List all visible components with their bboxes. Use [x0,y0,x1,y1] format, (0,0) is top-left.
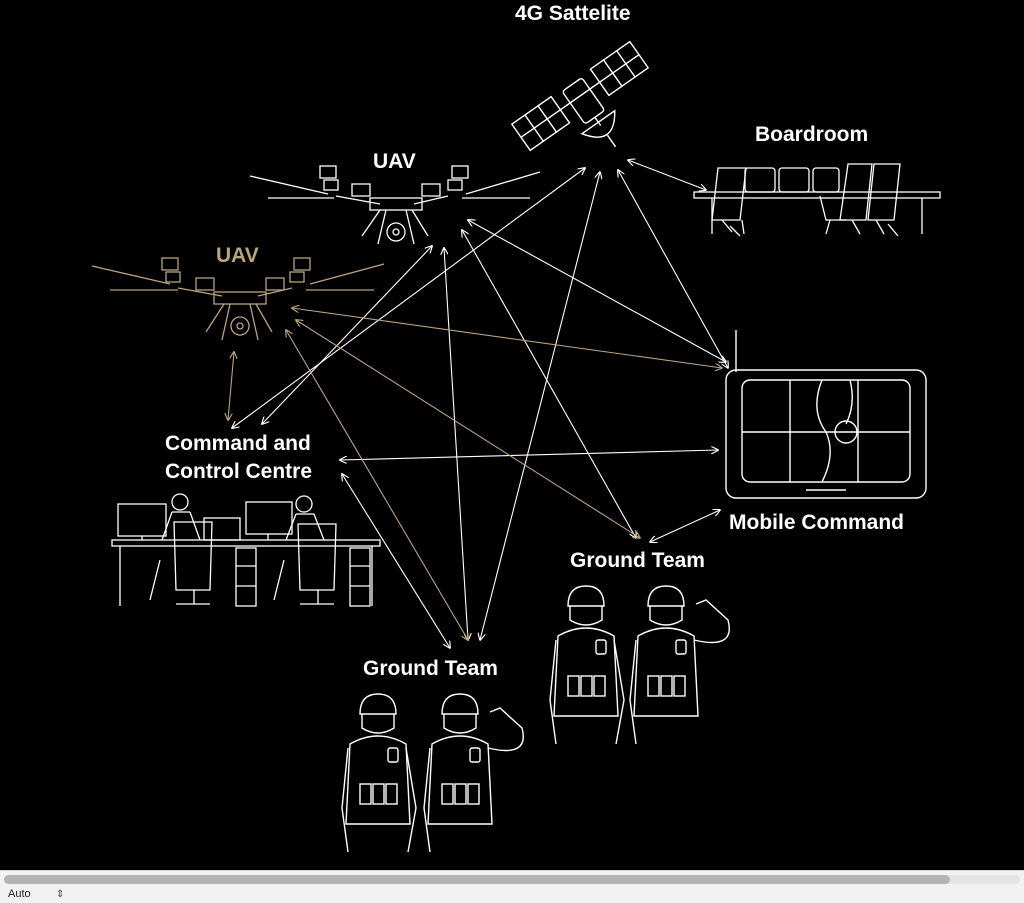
mobile-command-tablet-icon [725,330,927,499]
uav-drone-gold-icon [91,257,385,341]
chevron-up-down-icon: ⇕ [56,889,65,900]
boardroom-icon [693,163,941,237]
arrow-uav-white-ground-center [444,248,468,640]
arrow-uav-gold-ground-center [286,330,468,640]
command-centre-label-line2: Control Centre [165,460,312,483]
arrow-satellite-boardroom [628,160,706,190]
satellite-label: 4G Sattelite [515,2,631,25]
diagram-canvas: 4G Sattelite Boardroom UAV UAV Command a… [91,2,941,853]
ground-team-center-label: Ground Team [363,657,498,680]
arrow-uav-gold-mobile-command [292,308,722,368]
arrow-uav-gold-ground-right [296,320,640,538]
command-centre-label-line1: Command and [165,432,311,455]
zoom-value: Auto [8,888,31,900]
mobile-command-label: Mobile Command [729,511,905,534]
uav-drone-icon [249,165,541,245]
connector-arrows [228,160,728,648]
diagram-graphic [91,40,941,853]
arrow-satellite-command-centre [232,168,585,428]
uav-gold-label: UAV [216,244,259,267]
ground-team-center-soldiers-icon [341,693,524,853]
ground-team-right-soldiers-icon [549,585,730,745]
scrollbar-thumb[interactable] [4,875,950,884]
satellite-icon [510,40,650,152]
arrow-uav-white-command-centre [262,246,432,424]
zoom-select[interactable]: Auto ⇕ [8,887,70,902]
uav-label: UAV [373,150,416,173]
arrow-uav-white-mobile-command [468,220,726,362]
arrow-command-centre-ground-center [342,474,450,648]
arrow-mobile-command-ground-right [650,510,720,542]
viewer-bottom-bar: Auto ⇕ [0,870,1024,903]
arrow-uav-gold-command-centre [228,352,234,420]
arrow-uav-white-ground-right [462,230,636,538]
arrow-command-centre-mobile-command [340,450,718,460]
boardroom-label: Boardroom [755,123,869,146]
horizontal-scrollbar[interactable] [4,875,1020,884]
ground-team-right-label: Ground Team [570,549,705,572]
command-centre-operators-icon [111,493,381,607]
